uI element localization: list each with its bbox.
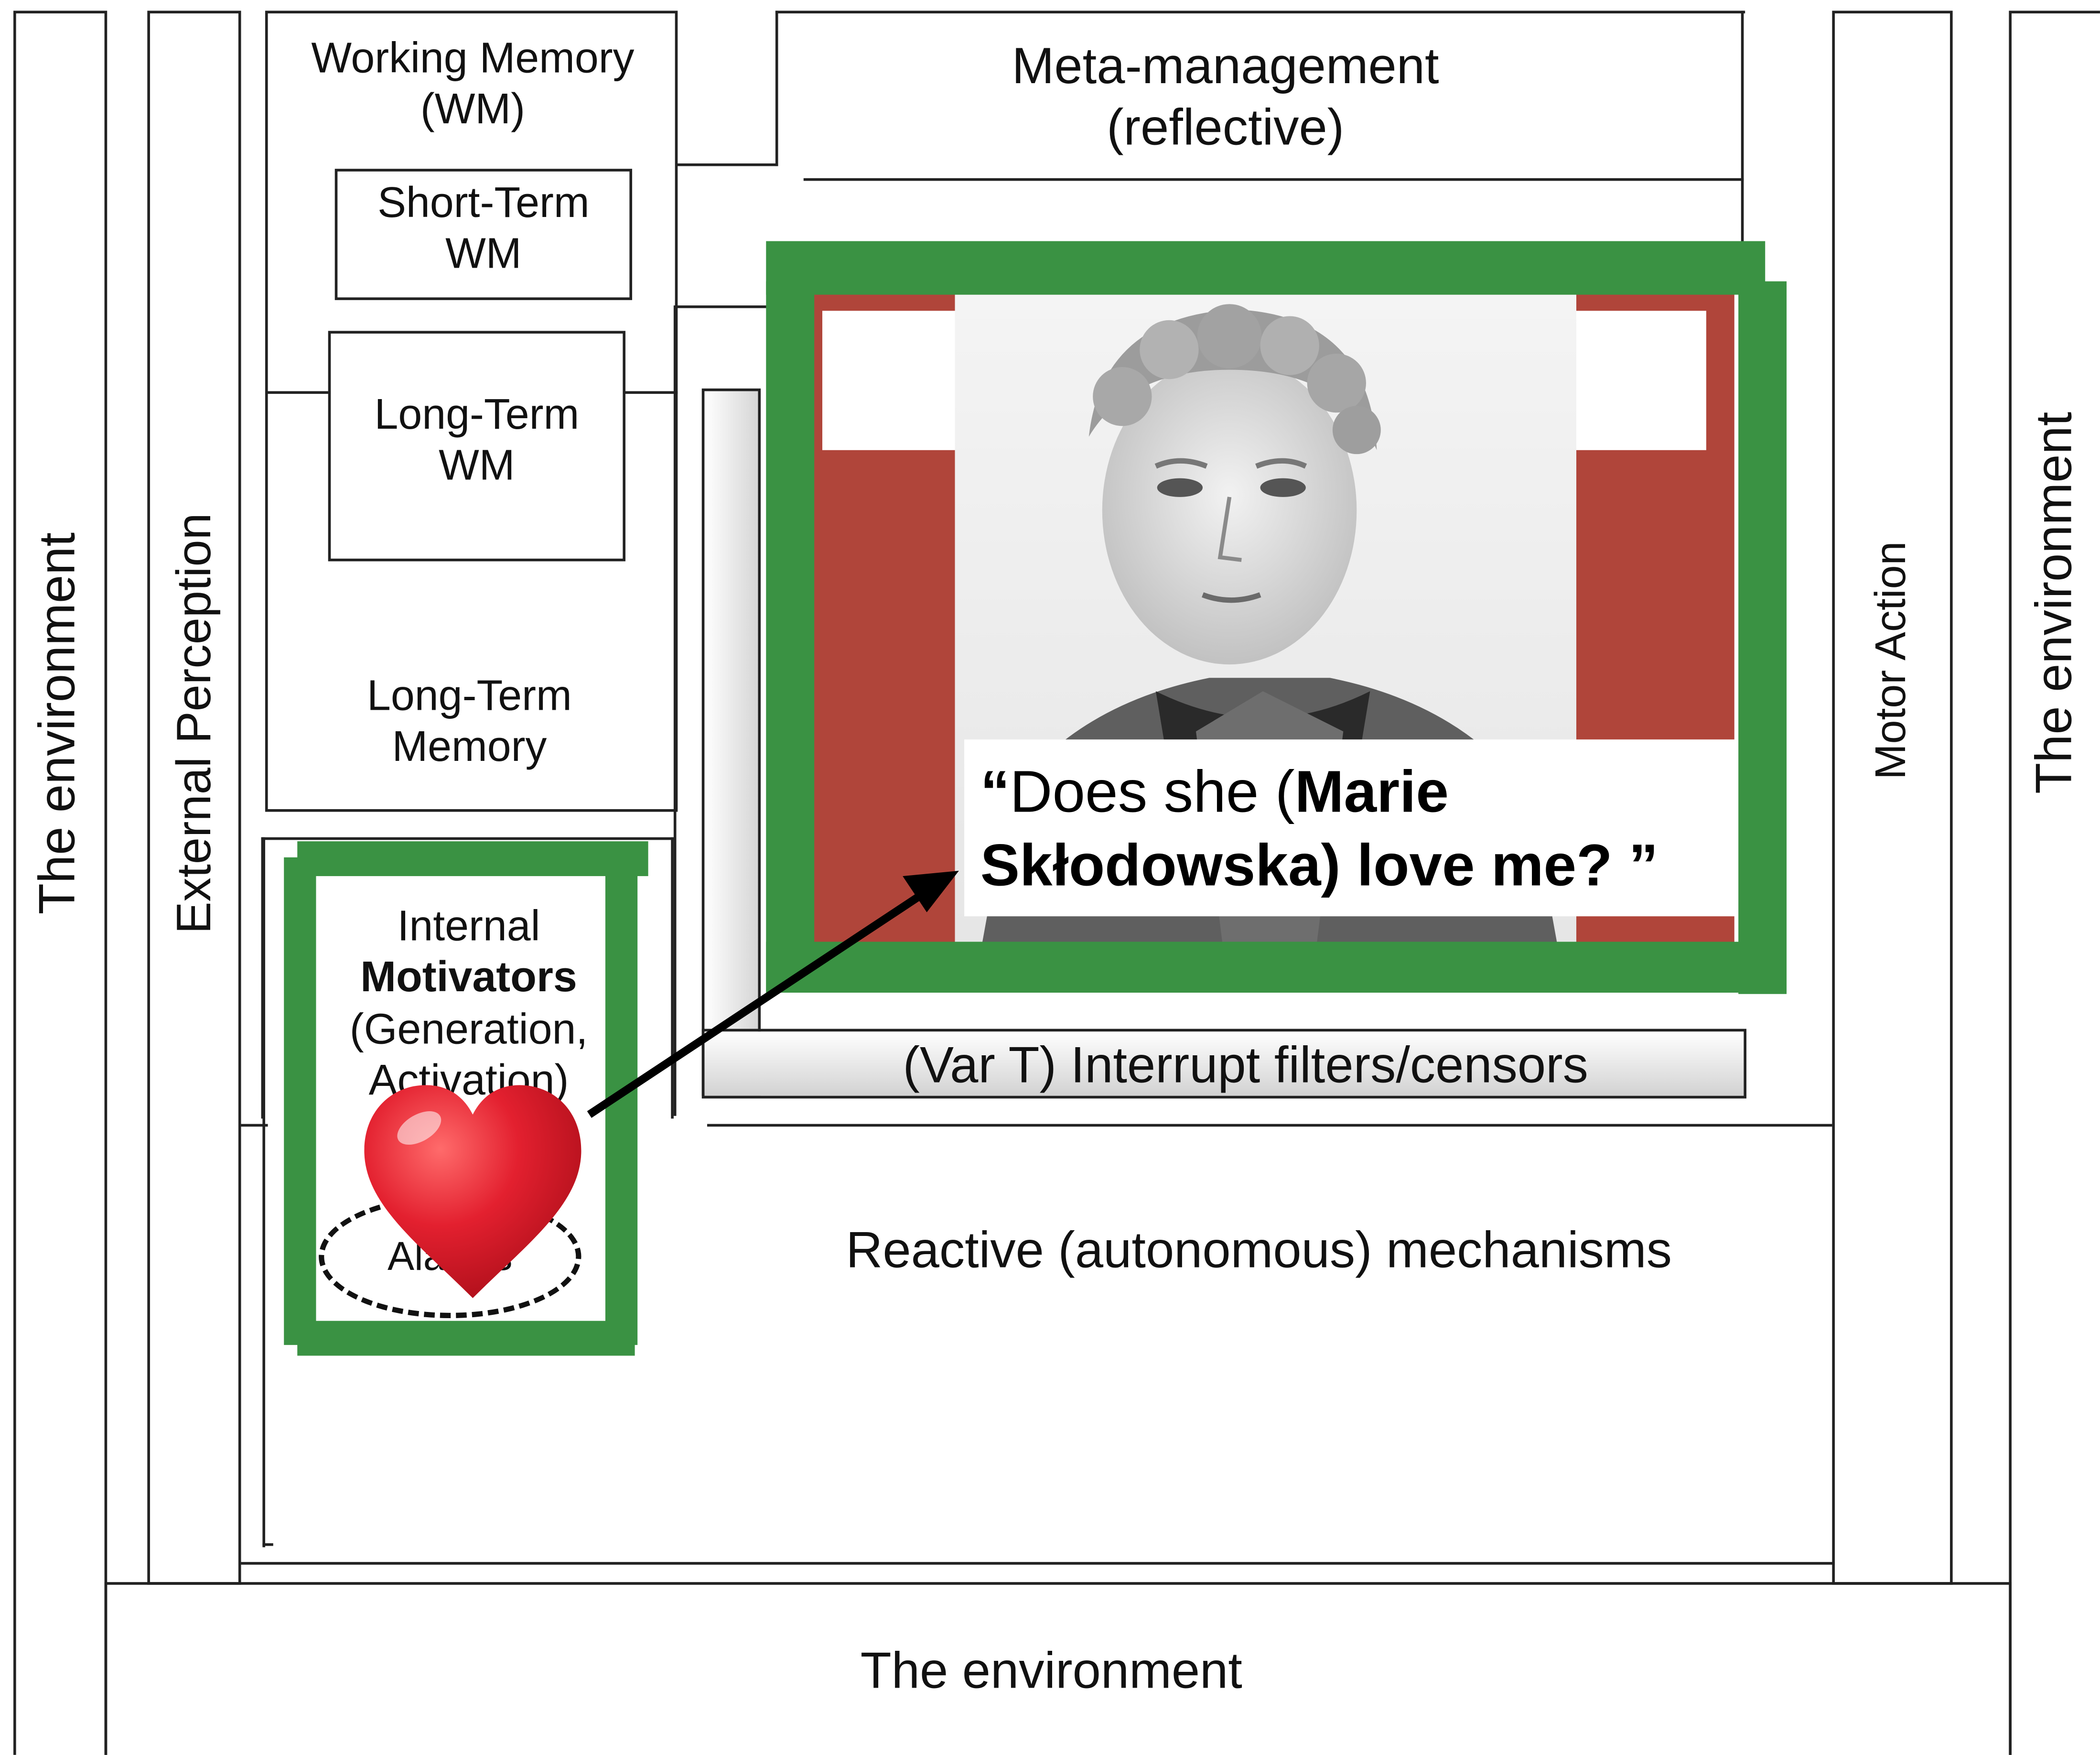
quote-line1: “Does she (Marie xyxy=(980,756,1736,829)
long-term-wm-box xyxy=(328,331,625,562)
ltwm-left-connector xyxy=(265,391,330,394)
wm-meta-connector-top xyxy=(676,163,778,166)
tape-portrait-left xyxy=(766,281,815,992)
motivators-line2: Motivators xyxy=(360,953,577,1001)
stwm-line2: WM xyxy=(445,229,522,278)
quote-line2: Skłodowska) love me? ” xyxy=(980,829,1736,903)
tape-portrait-top xyxy=(766,241,1766,295)
tape-motivators-top xyxy=(297,841,648,877)
ltwm-line1: Long-Term xyxy=(374,390,580,438)
long-term-wm-label: Long-Term WM xyxy=(328,389,625,491)
interrupt-filter-label: (Var T) Interrupt filters/censors xyxy=(903,1038,1588,1094)
working-memory-box xyxy=(265,11,678,812)
motor-action-label: Motor Action xyxy=(1866,541,1915,780)
ltwm-right-connector xyxy=(624,391,678,394)
motivators-line3: (Generation, xyxy=(349,1004,588,1053)
quote-open-mark: “ xyxy=(980,759,1010,825)
stwm-line1: Short-Term xyxy=(377,178,590,227)
ltm-line1: Long-Term xyxy=(367,671,572,720)
meta-line1: Meta-management xyxy=(1012,39,1439,96)
meta-divider xyxy=(803,178,1744,181)
env-bottom-panel xyxy=(104,1582,2012,1755)
tape-portrait-right xyxy=(1738,281,1787,994)
quote-name-first: Marie xyxy=(1294,759,1449,825)
quote-name-rest: Skłodowska) love me? ” xyxy=(980,833,1658,899)
motor-action-panel xyxy=(1832,11,1953,1585)
meta-line2: (reflective) xyxy=(1107,100,1345,156)
tape-motivators-left xyxy=(284,857,316,1345)
meta-left-edge xyxy=(775,11,778,166)
tape-portrait-bottom xyxy=(766,942,1744,993)
wm-title-line2: (WM) xyxy=(420,85,525,133)
ltwm-line2: WM xyxy=(439,441,515,490)
quote-caption: “Does she (Marie Skłodowska) love me? ” xyxy=(964,739,1736,917)
deliberative-top-line xyxy=(676,305,784,308)
inner-bracket-foot xyxy=(262,1543,273,1546)
reactive-top-line xyxy=(707,1124,1832,1127)
central-bottom-line xyxy=(241,1562,1835,1565)
wm-title: Working Memory (WM) xyxy=(265,32,680,135)
long-term-memory-label: Long-Term Memory xyxy=(265,670,674,772)
external-perception-label: External Perception xyxy=(166,513,221,934)
tape-motivators-bottom xyxy=(297,1321,635,1356)
env-right-panel xyxy=(2009,11,2100,1755)
interrupt-filter-vertical-bar xyxy=(701,388,761,1096)
env-left-label: The environment xyxy=(30,532,86,915)
meta-management-label: Meta-management (reflective) xyxy=(804,37,1648,160)
env-left-panel xyxy=(13,11,108,1755)
reactive-mechanisms-label: Reactive (autonomous) mechanisms xyxy=(846,1223,1672,1279)
motivators-label: Internal Motivators (Generation, Activat… xyxy=(316,900,621,1106)
reactive-left-line xyxy=(241,1124,268,1127)
meta-right-edge xyxy=(1741,11,1744,279)
heart-icon xyxy=(364,1085,582,1299)
wm-title-line1: Working Memory xyxy=(311,33,635,82)
inner-left-bracket xyxy=(262,837,265,1548)
env-bottom-label: The environment xyxy=(860,1644,1242,1700)
short-term-wm-box xyxy=(334,169,632,300)
meta-top-edge xyxy=(775,11,1745,14)
ltm-line2: Memory xyxy=(392,722,547,771)
deliberative-left-line xyxy=(673,305,677,1116)
env-right-label: The environment xyxy=(2027,412,2083,794)
quote-text-part1: Does she ( xyxy=(1010,759,1295,825)
motivators-line1: Internal xyxy=(397,901,540,950)
short-term-wm-label: Short-Term WM xyxy=(335,177,632,280)
